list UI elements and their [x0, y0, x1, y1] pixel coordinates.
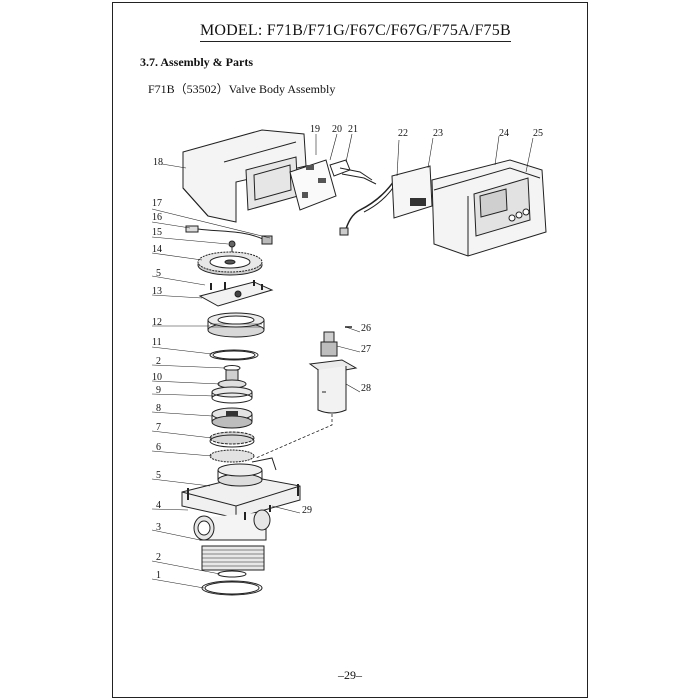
callout-25: 25	[533, 128, 543, 139]
front-cover	[431, 159, 547, 257]
callout-20: 20	[332, 124, 342, 135]
display-board	[391, 165, 433, 219]
callout-29: 29	[302, 505, 312, 516]
callout-24: 24	[499, 128, 509, 139]
fixed-disc	[209, 431, 255, 448]
mounting-plate	[198, 280, 274, 307]
callout-27: 27	[361, 344, 371, 355]
callout-8: 8	[156, 403, 161, 414]
callout-6: 6	[156, 442, 161, 453]
moving-disc	[211, 407, 253, 429]
callout-12: 12	[152, 317, 162, 328]
callout-1: 1	[156, 570, 161, 581]
callout-21: 21	[348, 124, 358, 135]
top-cover	[182, 129, 307, 223]
callout-23: 23	[433, 128, 443, 139]
circuit-board	[289, 159, 377, 211]
motor	[308, 326, 358, 414]
page-frame	[112, 2, 588, 698]
o-ring-2	[217, 570, 247, 578]
callout-11: 11	[152, 337, 162, 348]
o-ring-1	[201, 580, 263, 596]
cable	[339, 177, 399, 236]
callout-19: 19	[310, 124, 320, 135]
model-title: MODEL: F71B/F71G/F67C/F67G/F75A/F75B	[200, 22, 511, 42]
callout-3: 3	[156, 522, 161, 533]
switch-wire	[185, 225, 273, 245]
callout-28: 28	[361, 383, 371, 394]
callout-10: 10	[152, 372, 162, 383]
page-number: –29–	[338, 668, 362, 682]
callout-17: 17	[152, 198, 162, 209]
callout-2-upper: 2	[156, 356, 161, 367]
callout-9: 9	[156, 385, 161, 396]
main-gear	[197, 251, 263, 276]
callout-5-upper: 5	[156, 268, 161, 279]
callout-2-lower: 2	[156, 552, 161, 563]
valve-body	[181, 457, 301, 571]
callout-18: 18	[153, 157, 163, 168]
callout-26: 26	[361, 323, 371, 334]
callout-14: 14	[152, 244, 162, 255]
callout-4: 4	[156, 500, 161, 511]
o-ring-11	[209, 349, 259, 361]
callout-16: 16	[152, 212, 162, 223]
callout-5-lower: 5	[156, 470, 161, 481]
shaft-assembly	[211, 365, 253, 404]
callout-15: 15	[152, 227, 162, 238]
subsection-title: F71B（53502）Valve Body Assembly	[148, 82, 336, 96]
callout-7: 7	[156, 422, 161, 433]
callout-13: 13	[152, 286, 162, 297]
screw-15	[228, 240, 236, 256]
section-title: 3.7. Assembly & Parts	[140, 55, 253, 69]
seal-ring	[209, 449, 255, 463]
threaded-nut	[207, 312, 265, 338]
callout-22: 22	[398, 128, 408, 139]
